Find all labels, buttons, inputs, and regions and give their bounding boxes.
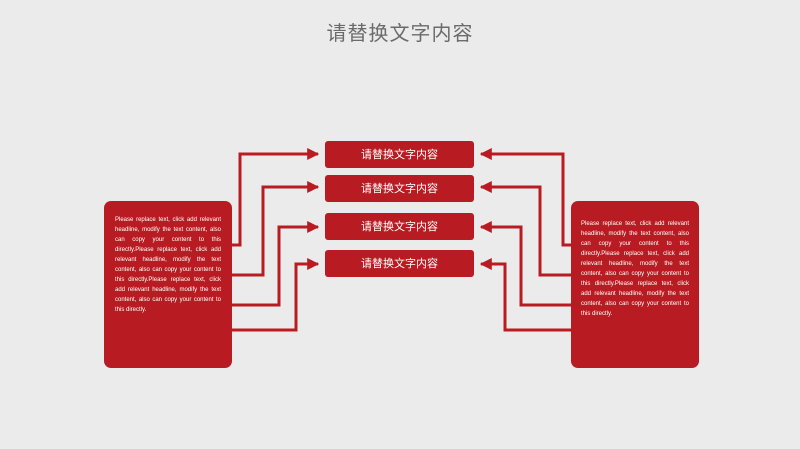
left-arrow-4: [232, 258, 320, 332]
right-text-panel: Please replace text, click add relevant …: [571, 201, 699, 368]
right-arrow-3: [479, 221, 571, 307]
right-arrow-1: [479, 148, 571, 247]
left-arrow-2: [232, 181, 320, 277]
content-box-4: 请替换文字内容: [325, 250, 474, 277]
page-title: 请替换文字内容: [326, 21, 474, 45]
content-box-1: 请替换文字内容: [325, 141, 474, 168]
left-arrow-3: [232, 221, 320, 307]
left-text-panel: Please replace text, click add relevant …: [104, 201, 232, 368]
left-panel-text: Please replace text, click add relevant …: [115, 217, 221, 313]
right-arrow-4: [479, 258, 571, 332]
content-box-3: 请替换文字内容: [325, 213, 474, 240]
right-panel-text: Please replace text, click add relevant …: [581, 221, 689, 317]
right-arrow-2: [479, 181, 571, 277]
content-box-2: 请替换文字内容: [325, 175, 474, 202]
left-arrow-1: [232, 148, 320, 247]
